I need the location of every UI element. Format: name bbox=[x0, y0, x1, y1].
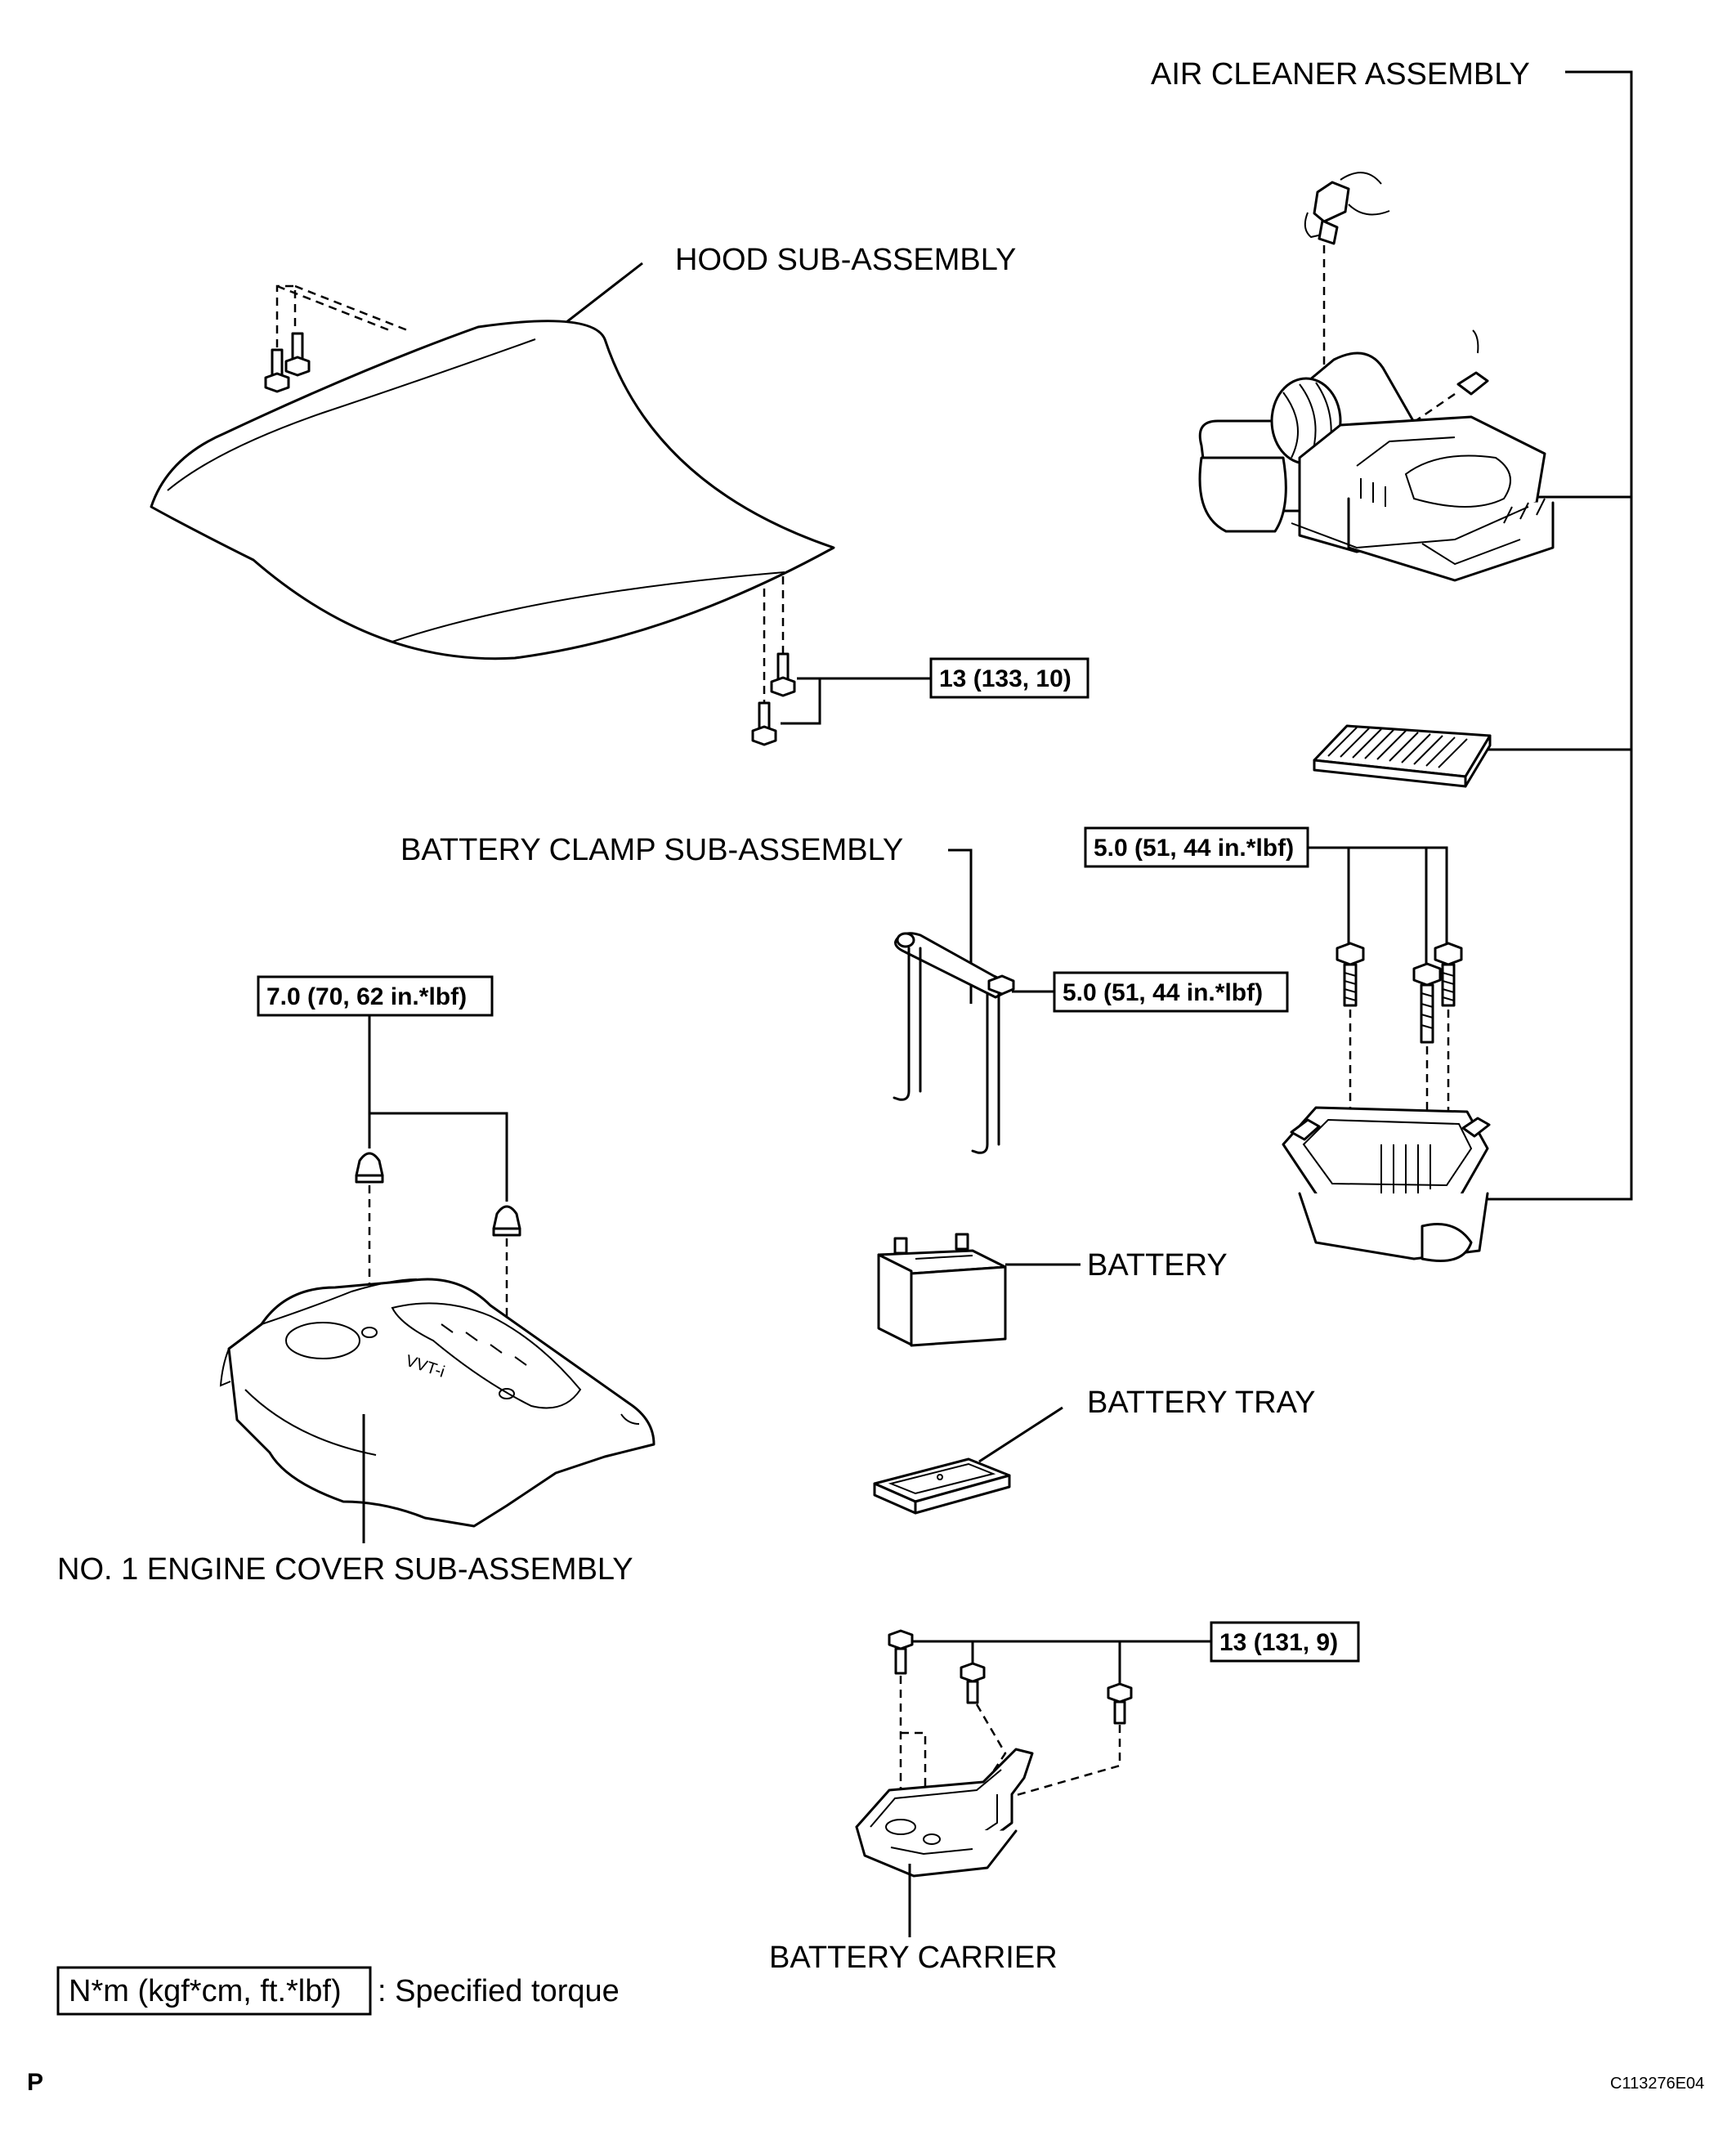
hood-bolt-icon bbox=[264, 348, 290, 393]
battery-tray-leader bbox=[978, 1406, 1063, 1463]
battery-tray-label: BATTERY TRAY bbox=[1087, 1386, 1315, 1420]
legend-description: : Specified torque bbox=[378, 1974, 620, 2008]
hood-bolt-icon bbox=[284, 332, 311, 377]
air-cleaner-bolt-icon bbox=[1336, 942, 1365, 1007]
hood-sub-assembly-label: HOOD SUB-ASSEMBLY bbox=[675, 243, 1016, 277]
air-cleaner-lower-case-icon bbox=[1282, 1106, 1491, 1262]
hood-bolt-icon bbox=[770, 652, 796, 697]
engine-cover-nut-icon bbox=[492, 1205, 521, 1237]
engine-cover-torque-leader bbox=[368, 1015, 508, 1202]
battery-clamp-torque-box bbox=[1053, 971, 1289, 1013]
air-cleaner-bolt-icon bbox=[1412, 962, 1442, 1044]
figure-code: C113276E04 bbox=[1610, 2075, 1704, 2093]
hood-upper-bolt-guides bbox=[275, 284, 410, 347]
battery-icon bbox=[877, 1233, 1007, 1347]
air-cleaner-bolt-icon bbox=[1434, 942, 1463, 1007]
air-cleaner-bracket-line bbox=[1438, 70, 1633, 1201]
battery-carrier-icon bbox=[855, 1748, 1034, 1878]
hood-sub-assembly-group: HOOD SUB-ASSEMBLY 13 (1 bbox=[150, 243, 1089, 746]
battery-clamp-group: BATTERY CLAMP SUB-ASSEMBLY 5.0 (51, 44 i… bbox=[400, 833, 1289, 1154]
page-mark: P bbox=[27, 2069, 43, 2096]
legend-unit-label: N*m (kgf*cm, ft.*lbf) bbox=[69, 1974, 342, 2008]
battery-tray-group: BATTERY TRAY bbox=[873, 1386, 1315, 1515]
battery-carrier-torque-box bbox=[1210, 1621, 1360, 1663]
air-cleaner-torque-label: 5.0 (51, 44 in.*lbf) bbox=[1094, 835, 1294, 862]
battery-carrier-torque-label: 13 (131, 9) bbox=[1219, 1629, 1338, 1656]
air-cleaner-assembly-label: AIR CLEANER ASSEMBLY bbox=[1151, 57, 1530, 92]
battery-group: BATTERY bbox=[877, 1233, 1228, 1347]
battery-carrier-bolt-icon bbox=[960, 1662, 986, 1704]
legend: N*m (kgf*cm, ft.*lbf) : Specified torque bbox=[56, 1966, 620, 2016]
air-cleaner-assembly-group: AIR CLEANER ASSEMBLY bbox=[1084, 57, 1633, 1262]
air-cleaner-torque-leader-right bbox=[1308, 846, 1448, 956]
air-cleaner-upper-case-icon bbox=[1198, 351, 1555, 582]
engine-cover-group: 7.0 (70, 62 in.*lbf) VVT-i NO. 1 ENGINE … bbox=[57, 975, 655, 1587]
battery-clamp-leader bbox=[948, 848, 973, 1004]
engine-cover-nut-icon bbox=[355, 1152, 384, 1184]
engine-cover-torque-label: 7.0 (70, 62 in.*lbf) bbox=[266, 983, 467, 1010]
legend-unit-box bbox=[56, 1966, 372, 2016]
battery-clamp-icon bbox=[893, 932, 1015, 1154]
battery-clamp-label: BATTERY CLAMP SUB-ASSEMBLY bbox=[400, 833, 903, 867]
engine-cover-label: NO. 1 ENGINE COVER SUB-ASSEMBLY bbox=[57, 1552, 633, 1587]
hood-torque-bracket bbox=[781, 677, 821, 725]
battery-carrier-group: 13 (131, 9) BATTERY CARRIER bbox=[769, 1621, 1360, 1975]
engine-cover-icon: VVT-i bbox=[219, 1278, 655, 1528]
battery-carrier-bolt-icon bbox=[1107, 1682, 1133, 1725]
battery-label: BATTERY bbox=[1087, 1248, 1228, 1283]
battery-carrier-label: BATTERY CARRIER bbox=[769, 1941, 1058, 1975]
battery-carrier-bolt-icon bbox=[888, 1629, 914, 1675]
battery-tray-icon bbox=[873, 1457, 1011, 1515]
hood-torque-label: 13 (133, 10) bbox=[939, 665, 1072, 692]
intake-air-temp-connector-icon bbox=[1456, 329, 1489, 396]
mass-air-flow-sensor-icon bbox=[1304, 172, 1390, 245]
hood-bolt-icon bbox=[751, 701, 777, 746]
hood-panel-icon bbox=[150, 320, 835, 660]
air-filter-element-icon bbox=[1313, 724, 1492, 788]
battery-clamp-torque-label: 5.0 (51, 44 in.*lbf) bbox=[1063, 979, 1263, 1006]
battery-carrier-bolt-guide bbox=[901, 1731, 927, 1806]
hood-torque-box bbox=[929, 657, 1089, 699]
engine-cover-torque-box bbox=[257, 975, 494, 1017]
